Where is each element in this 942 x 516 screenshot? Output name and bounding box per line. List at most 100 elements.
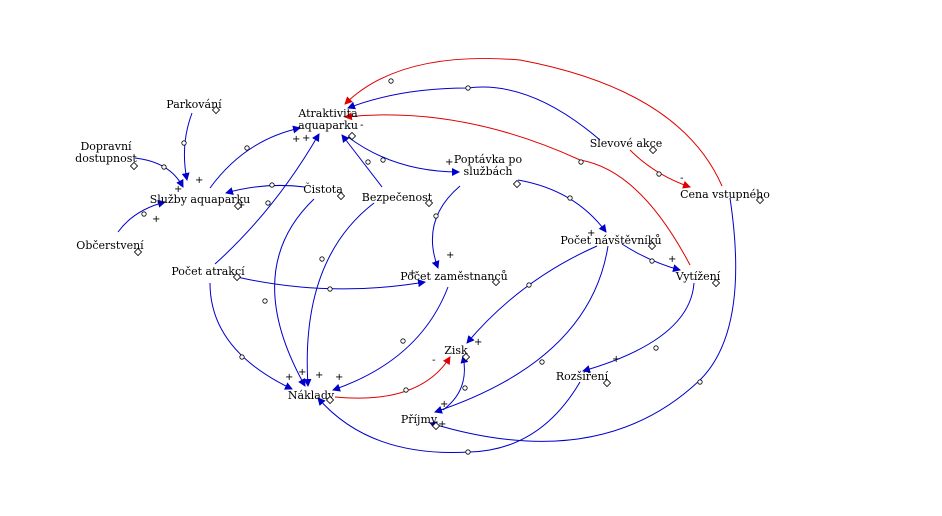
link-navstevniku-prijmy [434,245,609,414]
node-label: Cena vstupného [680,188,770,201]
node-label: Počet atrakcí [171,265,245,278]
svg-text:+: + [612,354,620,365]
link-vytizeni-rozsireni [582,282,695,373]
node-cena[interactable]: Cena vstupného [680,188,770,205]
node-handle[interactable] [232,272,242,282]
link-poptavka-zamestnancu [431,185,461,269]
svg-text:+: + [152,214,160,225]
node-handle[interactable] [647,241,657,251]
node-label: Bezpečenost [362,191,433,204]
link-navstevniku-zisk [466,245,598,344]
svg-text:-: - [432,355,436,366]
node-label: Příjmy [401,413,438,426]
svg-text:+: + [474,337,482,348]
node-pocet-zamestnancu[interactable]: Počet zaměstnanců [400,270,508,287]
node-label: Slevové akce [590,137,663,150]
node-obcerstveni[interactable]: Občerstvení [76,239,144,257]
link-cena-prijmy [429,197,737,442]
polarity-signs: + + + + + + - + + + + - + + - + + + + + … [152,120,684,430]
node-sluzby[interactable]: Služby aquaparku [150,193,251,211]
link-atrakci-naklady [209,282,293,390]
link-slevove-atraktivita [347,86,601,141]
node-bezpecenost[interactable]: Bezpečenost [362,191,434,208]
svg-text:+: + [668,254,676,265]
node-naklady[interactable]: Náklady [288,389,335,405]
node-label: Rozšíření [556,370,609,383]
node-handle[interactable] [133,247,143,257]
node-handle[interactable] [129,161,139,171]
svg-text:+: + [587,228,595,239]
node-vytizeni[interactable]: Vytížení [675,270,721,288]
node-label: Počet zaměstnanců [400,270,508,283]
node-handle[interactable] [461,352,471,362]
link-atraktivita-poptavka [347,136,460,176]
node-handle[interactable] [602,378,612,388]
node-handle[interactable] [512,179,522,189]
link-atrakci-atraktivita [214,133,320,265]
node-handle[interactable] [336,191,346,201]
svg-text:+: + [445,157,453,168]
link-sluzby-atraktivita [209,125,301,189]
svg-text:+: + [195,175,203,186]
node-label: službách [464,165,513,178]
node-handle[interactable] [491,277,501,287]
link-parkovani-sluzby [181,112,193,181]
node-parkovani[interactable]: Parkování [166,98,222,115]
node-label: Náklady [288,389,335,402]
link-cena-atraktivita [344,57,723,187]
svg-text:-: - [680,173,684,184]
node-handle[interactable] [431,421,441,431]
node-label: Vytížení [675,270,721,283]
node-label: Dopravní [80,140,132,153]
node-label: Služby aquaparku [150,193,251,206]
node-handle[interactable] [211,105,221,115]
node-handle[interactable] [648,145,658,155]
node-handle[interactable] [755,195,765,205]
node-label: Občerstvení [76,239,144,252]
node-handle[interactable] [325,395,335,405]
link-obcerstveni-sluzby [117,199,166,233]
node-label: Počet návštěvníků [560,234,661,247]
node-rozsireni[interactable]: Rozšíření [556,370,612,388]
svg-text:+: + [438,419,446,430]
node-label: Zisk [444,344,468,357]
link-bezpecenost-naklady [303,202,375,387]
svg-text:+: + [335,372,343,383]
node-zisk[interactable]: Zisk [444,344,471,362]
svg-text:+: + [408,268,416,279]
node-pocet-navstevniku[interactable]: Počet návštěvníků [560,234,662,251]
node-handle[interactable] [347,131,357,141]
link-poptavka-navstevniku [517,179,607,233]
link-cistota-naklady [274,198,315,387]
node-label: Čistota [303,182,343,196]
svg-text:+: + [315,370,323,381]
link-rozsireni-naklady [317,381,581,454]
node-slevove[interactable]: Slevové akce [590,137,663,155]
node-cistota[interactable]: Čistota [303,182,346,201]
link-bezpecenost-atraktivita [341,134,383,188]
node-pocet-atrakci[interactable]: Počet atrakcí [171,265,245,282]
node-prijmy[interactable]: Příjmy [401,413,441,431]
link-handles [141,78,703,455]
svg-text:+: + [298,367,306,378]
svg-text:+: + [285,372,293,383]
svg-text:+: + [446,250,454,261]
node-label: dostupnost [75,152,137,165]
link-vytizeni-atraktivita [344,112,691,266]
node-handle[interactable] [711,278,721,288]
link-zamestnancu-naklady [332,286,449,392]
link-dopravni-sluzby [134,157,184,188]
node-handle[interactable] [424,198,434,208]
node-label: Poptávka po [454,153,523,166]
node-handle[interactable] [233,201,243,211]
link-slevove-cena [629,149,691,189]
link-cistota-sluzby [225,184,306,195]
svg-text:-: - [360,120,364,131]
link-prijmy-zisk [442,355,469,411]
svg-text:+: + [440,399,448,410]
